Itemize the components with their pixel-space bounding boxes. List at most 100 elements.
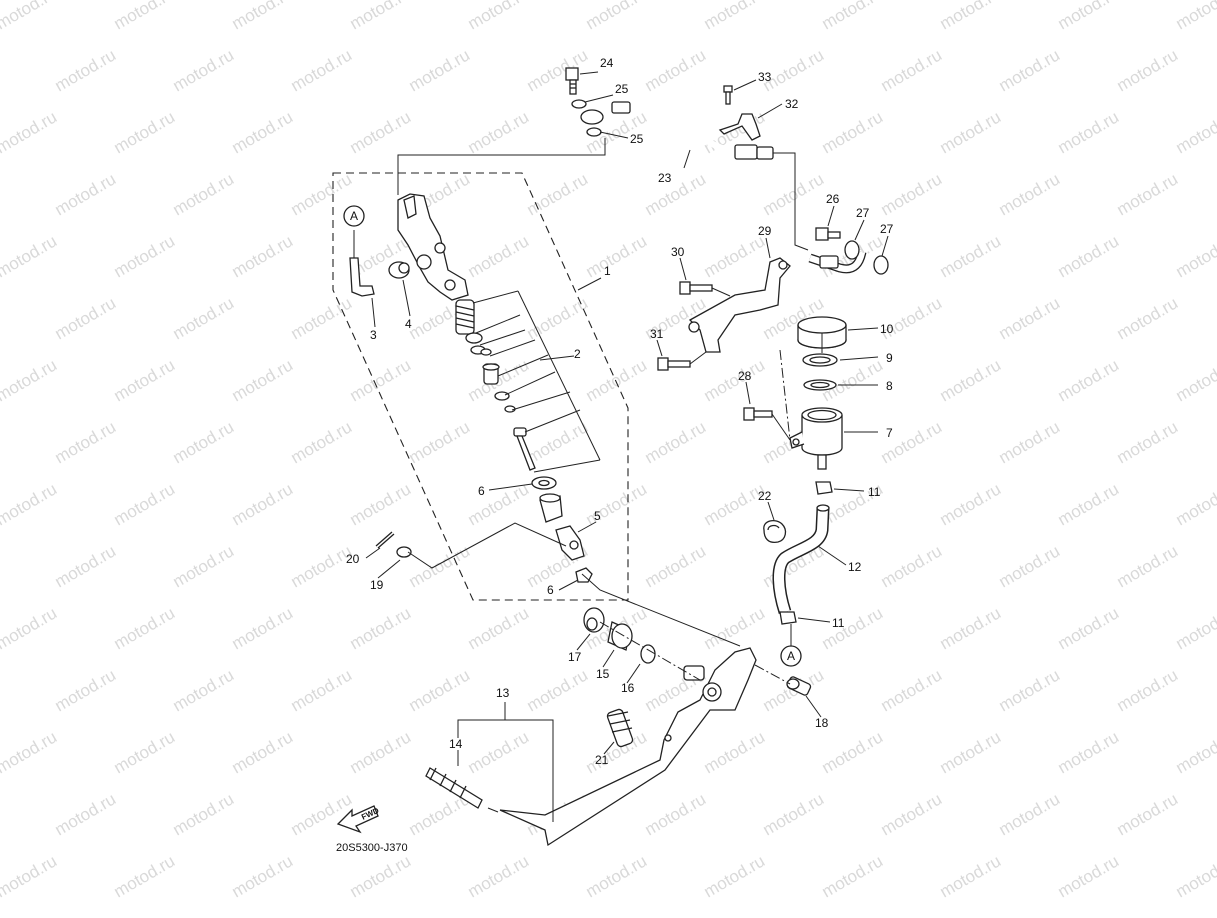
callout-11-lower: 11	[832, 616, 845, 630]
callout-17: 17	[568, 650, 582, 664]
watermark-text: motod.ru	[1114, 293, 1182, 343]
rubber-line	[488, 808, 498, 812]
callout-12: 12	[848, 560, 862, 574]
watermark-text: motod.ru	[937, 727, 1005, 777]
diaphragm-9	[803, 354, 837, 366]
ref-marker-a-bottom: A	[781, 646, 801, 666]
watermark-text: motod.ru	[0, 603, 60, 653]
watermark-text: motod.ru	[1173, 107, 1217, 157]
watermark-text: motod.ru	[229, 107, 297, 157]
master-cylinder-body	[398, 194, 468, 300]
watermark-text: motod.ru	[937, 355, 1005, 405]
callout-31: 31	[650, 327, 664, 341]
watermark-text: motod.ru	[111, 727, 179, 777]
watermark-text: motod.ru	[1114, 45, 1182, 95]
watermark-text: motod.ru	[878, 541, 946, 591]
watermark-text: motod.ru	[937, 851, 1005, 901]
reservoir-mount-line	[780, 350, 790, 440]
watermark-text: motod.ru	[111, 355, 179, 405]
watermark-text: motod.ru	[1114, 665, 1182, 715]
watermark-text: motod.ru	[52, 169, 120, 219]
watermark-text: motod.ru	[524, 169, 592, 219]
watermark-text: motod.ru	[229, 851, 297, 901]
watermark-text: motod.ru	[760, 789, 828, 839]
watermark-text: motod.ru	[878, 169, 946, 219]
watermark-text: motod.ru	[996, 541, 1064, 591]
watermark-text: motod.ru	[111, 603, 179, 653]
watermark-text: motod.ru	[465, 107, 533, 157]
watermark-text: motod.ru	[583, 355, 651, 405]
plate-8	[804, 380, 836, 390]
watermark-text: motod.ru	[0, 417, 1, 467]
callout-15: 15	[596, 667, 610, 681]
watermark-text: motod.ru	[0, 479, 60, 529]
watermark-text: motod.ru	[465, 0, 533, 33]
watermark-text: motod.ru	[642, 417, 710, 467]
watermark-text: motod.ru	[465, 727, 533, 777]
callout-18: 18	[815, 716, 829, 730]
watermark-text: motod.ru	[347, 0, 415, 33]
callout-5: 5	[594, 509, 601, 523]
watermark-text: motod.ru	[465, 851, 533, 901]
circlip	[505, 406, 515, 412]
watermark-text: motod.ru	[1173, 479, 1217, 529]
watermark-text: motod.ru	[701, 851, 769, 901]
collar-15	[608, 622, 632, 650]
watermark-text: motod.ru	[701, 355, 769, 405]
watermark-text: motod.ru	[111, 231, 179, 281]
callout-13: 13	[496, 686, 510, 700]
watermark-text: motod.ru	[937, 603, 1005, 653]
watermark-text: motod.ru	[583, 231, 651, 281]
watermark-text: motod.ru	[1055, 603, 1123, 653]
watermark-text: motod.ru	[406, 417, 474, 467]
watermark-text: motod.ru	[937, 0, 1005, 33]
watermark-text: motod.ru	[229, 603, 297, 653]
watermark-text: motod.ru	[1055, 479, 1123, 529]
watermark-text: motod.ru	[170, 789, 238, 839]
watermark-text: motod.ru	[170, 293, 238, 343]
watermark-text: motod.ru	[878, 665, 946, 715]
watermark-text: motod.ru	[170, 541, 238, 591]
callout-20: 20	[346, 552, 360, 566]
o-ring-16	[641, 645, 655, 663]
watermark-text: motod.ru	[524, 45, 592, 95]
watermark-text: motod.ru	[52, 45, 120, 95]
watermark-text: motod.ru	[52, 789, 120, 839]
watermark-text: motod.ru	[701, 479, 769, 529]
watermark-text: motod.ru	[642, 45, 710, 95]
nut-6-lower	[576, 568, 592, 582]
washer-25-lower	[587, 128, 601, 136]
watermark-text: motod.ru	[465, 479, 533, 529]
callout-30: 30	[671, 245, 685, 259]
watermark-text: motod.ru	[1055, 727, 1123, 777]
watermark-text: motod.ru	[0, 727, 60, 777]
watermark-text: motod.ru	[1055, 851, 1123, 901]
ref-marker-a-top-label: A	[350, 209, 358, 223]
watermark-text: motod.ru	[1055, 0, 1123, 33]
watermark-text: motod.ru	[170, 169, 238, 219]
watermark-text: motod.ru	[1173, 727, 1217, 777]
watermark-text: motod.ru	[996, 293, 1064, 343]
watermark-text: motod.ru	[701, 231, 769, 281]
callout-16: 16	[621, 681, 635, 695]
callout-22: 22	[758, 489, 772, 503]
watermark-text: motod.ru	[937, 479, 1005, 529]
watermark-text: motod.ru	[524, 293, 592, 343]
watermark-text: motod.ru	[0, 665, 1, 715]
watermark-text: motod.ru	[1173, 231, 1217, 281]
watermark-text: motod.ru	[0, 355, 60, 405]
bolt-31-line	[690, 352, 706, 364]
watermark-text: motod.ru	[1055, 107, 1123, 157]
watermark-text: motod.ru	[52, 293, 120, 343]
watermark-text: motod.ru	[524, 417, 592, 467]
callout-10: 10	[880, 322, 894, 336]
watermark-text: motod.ru	[288, 541, 356, 591]
watermark-text: motod.ru	[288, 789, 356, 839]
watermark-text: motod.ru	[1114, 789, 1182, 839]
watermark-text: motod.ru	[288, 45, 356, 95]
callout-14: 14	[449, 737, 463, 751]
watermark-text: motod.ru	[642, 541, 710, 591]
watermark-text: motod.ru	[1114, 417, 1182, 467]
watermark-text: motod.ru	[0, 0, 60, 33]
callout-2: 2	[574, 347, 581, 361]
